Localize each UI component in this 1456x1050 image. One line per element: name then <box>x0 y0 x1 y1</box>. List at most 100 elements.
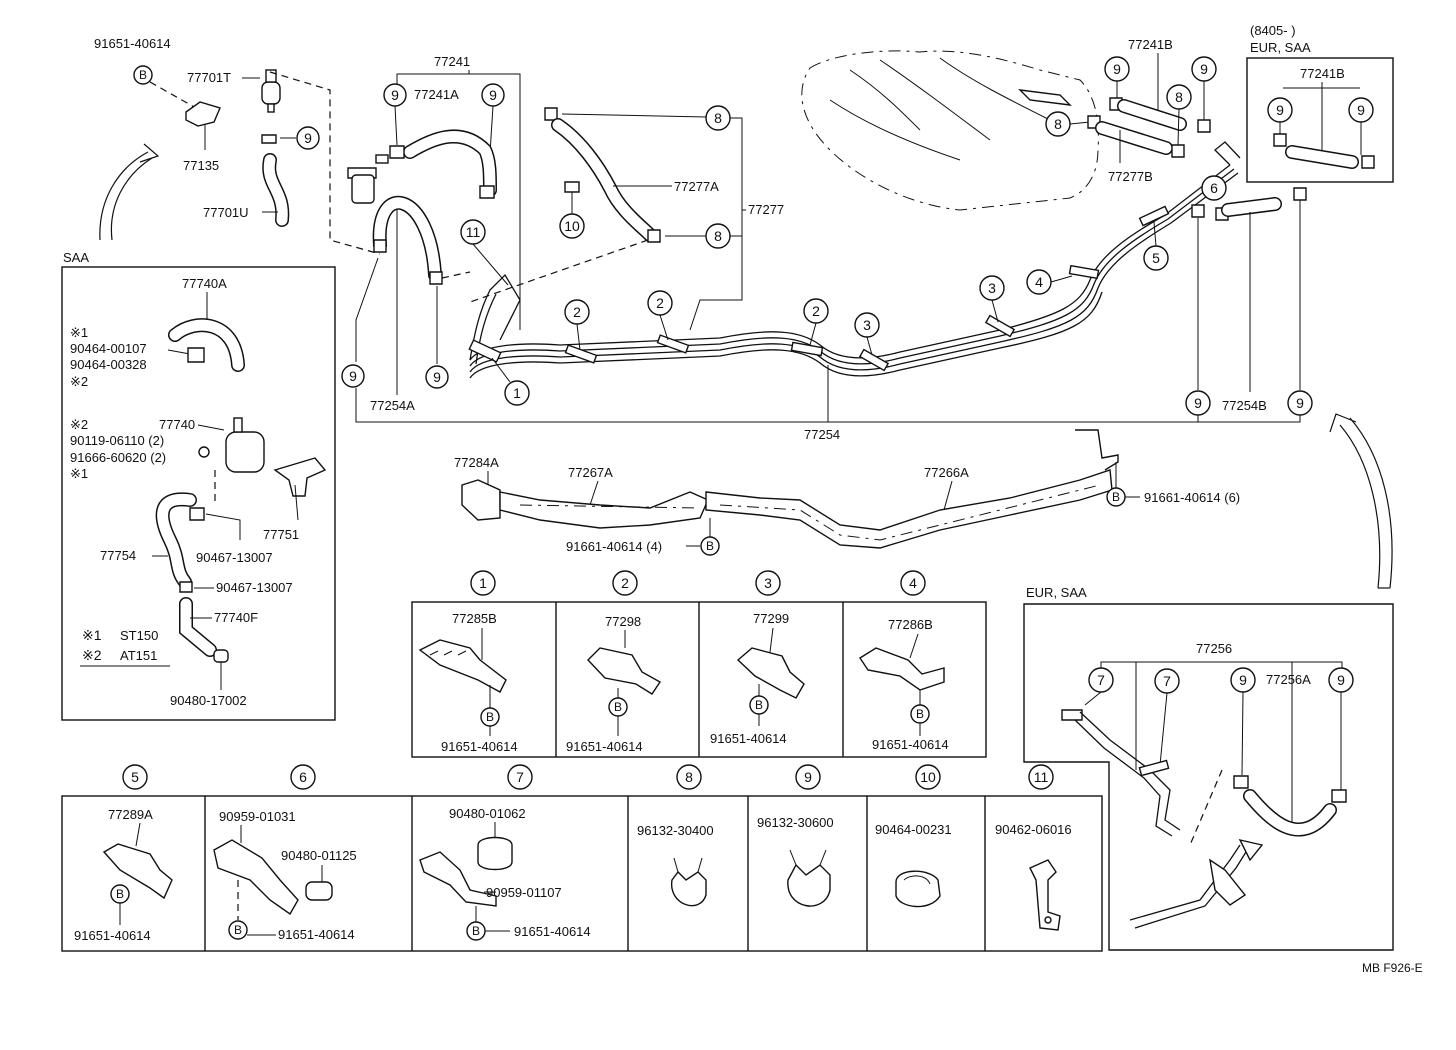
svg-text:8: 8 <box>1175 89 1183 105</box>
legend-mark: ※1 <box>82 627 102 643</box>
clip-part <box>1197 119 1211 133</box>
callout-8 <box>676 764 702 790</box>
saa-hose-label: 77740A <box>182 276 227 291</box>
callout-9 <box>425 365 449 389</box>
svg-text:9: 9 <box>1113 61 1121 77</box>
clip-10-part <box>895 870 941 908</box>
region-label: EUR, SAA <box>1250 40 1311 55</box>
bracket-a-label: 77284A <box>454 455 499 470</box>
eur-saa-bottom: EUR, SAA 77256 7 7 9 77256A 9 <box>1023 585 1394 951</box>
svg-text:9: 9 <box>349 368 357 384</box>
arrow-head-icon <box>139 143 160 163</box>
main-pipe-bundle: 2 2 2 3 3 4 5 1 <box>468 141 1241 406</box>
clip-part <box>1293 187 1307 201</box>
hose-clip-9-part <box>787 863 831 907</box>
pipe-77256-line <box>1079 711 1181 831</box>
note-mark: ※2 <box>70 374 88 389</box>
bolt-mark-icon <box>700 536 720 556</box>
arrow-head-icon <box>1329 413 1357 433</box>
tube-b-label: 77277B <box>1108 169 1153 184</box>
svg-text:B: B <box>486 710 494 724</box>
bracket-part-label: 77751 <box>263 527 299 542</box>
callout-9 <box>296 126 320 150</box>
bolt-mark-icon <box>228 920 248 940</box>
callout-1 <box>470 570 496 596</box>
pipe-a-label: 77256A <box>1266 672 1311 687</box>
bolt-mark-text: B <box>139 68 147 82</box>
grommet-part <box>305 881 333 901</box>
canister-part <box>351 174 375 204</box>
clip-a-label: 90464-00107 <box>70 341 147 356</box>
clip-part <box>1191 204 1205 218</box>
date-range-label: (8405- ) <box>1250 23 1296 38</box>
vsv-outlet-part <box>267 103 275 113</box>
clamp-5-part <box>102 843 173 900</box>
svg-text:3: 3 <box>863 317 871 333</box>
bolt-part-label: 90119-06110 (2) <box>70 433 164 448</box>
svg-text:8: 8 <box>1054 116 1062 132</box>
plug-part <box>213 649 229 663</box>
svg-text:9: 9 <box>804 769 812 785</box>
bracket-77135-part <box>185 101 221 127</box>
bolt-part-label: 91651-40614 <box>872 737 949 752</box>
clip-part <box>1061 709 1083 721</box>
bracket-77267A-part <box>499 491 709 529</box>
callout-10 <box>559 213 585 239</box>
callout-2 <box>612 570 638 596</box>
diagram-id: MB F926-E <box>1362 961 1423 975</box>
eur-saa-top-frame <box>1246 57 1394 183</box>
clip-b-label: 90464-00328 <box>70 357 147 372</box>
plug-part-label: 90480-17002 <box>170 693 247 708</box>
clamp-7 <box>1138 759 1170 777</box>
svg-text:3: 3 <box>764 575 772 591</box>
hose-sub-b-label: 77241B <box>1128 37 1173 52</box>
svg-text:B: B <box>614 700 622 714</box>
note-mark: ※1 <box>70 466 88 481</box>
clip-part <box>1171 144 1185 158</box>
legend-value: AT151 <box>120 648 157 663</box>
svg-text:9: 9 <box>489 87 497 103</box>
pipe-sub-b-label: 77254B <box>1222 398 1267 413</box>
callout-1 <box>504 380 530 406</box>
grommet-part <box>477 836 513 871</box>
pipe-main-label: 77254 <box>804 427 840 442</box>
clamp-6-part <box>213 839 299 916</box>
clip-part <box>189 507 205 521</box>
note-mark: ※2 <box>70 417 88 432</box>
clamp-2 <box>656 334 690 354</box>
hose-part-label: 77754 <box>100 548 136 563</box>
clamp-part-label: 77289A <box>108 807 153 822</box>
clamp-1-part <box>418 639 507 693</box>
bracket-end-part <box>1075 429 1119 471</box>
svg-text:2: 2 <box>573 304 581 320</box>
svg-text:1: 1 <box>513 385 521 401</box>
clip-part <box>564 181 580 193</box>
fuel-tank-outline <box>801 50 1099 211</box>
arrow-line <box>1339 424 1381 589</box>
svg-text:1: 1 <box>479 575 487 591</box>
svg-text:10: 10 <box>564 218 580 234</box>
svg-text:8: 8 <box>714 110 722 126</box>
clamp-part-label: 90462-06016 <box>995 822 1072 837</box>
clamp-3 <box>984 314 1016 338</box>
clip-part <box>389 145 405 159</box>
bracket-77284A-part <box>461 479 501 521</box>
svg-text:8: 8 <box>685 769 693 785</box>
bracket-part-label: 77135 <box>183 158 219 173</box>
svg-text:B: B <box>1112 490 1120 504</box>
svg-text:6: 6 <box>299 769 307 785</box>
svg-text:3: 3 <box>988 280 996 296</box>
clamp-table-bottom-frame <box>61 795 1103 952</box>
svg-text:10: 10 <box>920 769 936 785</box>
eur-saa-bottom-frame <box>1023 603 1394 951</box>
pipe-line-3 <box>469 172 1239 373</box>
svg-text:5: 5 <box>131 769 139 785</box>
vsv-part-label: 77701T <box>187 70 231 85</box>
clip-part <box>647 229 661 243</box>
nut-part-label: 91666-60620 (2) <box>70 450 166 465</box>
svg-text:4: 4 <box>1035 274 1043 290</box>
clamp-part-label: 96132-30600 <box>757 815 834 830</box>
bolt-part-label: 91651-40614 <box>278 927 355 942</box>
note-mark: ※1 <box>70 325 88 340</box>
hose-main-label: 77241 <box>434 54 470 69</box>
